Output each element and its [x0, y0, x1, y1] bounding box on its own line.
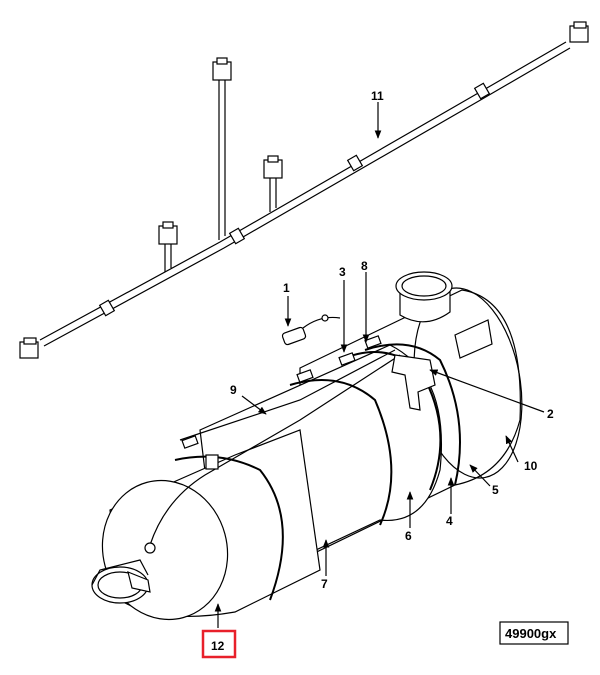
- callout-3: 3: [339, 265, 346, 279]
- callout-1: 1: [283, 281, 290, 295]
- callout-2: 2: [547, 407, 554, 421]
- callout-12-highlight[interactable]: 12: [201, 629, 237, 659]
- callout-9: 9: [230, 383, 237, 397]
- leader-lines: [214, 102, 545, 628]
- sensor-fittings: [181, 335, 382, 470]
- callout-7: 7: [321, 577, 328, 591]
- harness-connector-top: [212, 57, 232, 81]
- harness-connector-right-end: [569, 21, 589, 43]
- reference-code: 49900gx: [505, 626, 557, 641]
- callout-4: 4: [446, 514, 453, 528]
- harness-connector-lower: [158, 221, 178, 245]
- callout-8: 8: [361, 259, 368, 273]
- callout-11: 11: [371, 89, 384, 103]
- highlight-box: [201, 629, 237, 659]
- callout-6: 6: [405, 529, 412, 543]
- reference-code-box: 49900gx: [499, 621, 569, 645]
- wiring-harness: [19, 21, 589, 359]
- harness-connector-mid: [263, 155, 283, 179]
- temperature-sensor: [281, 314, 341, 346]
- aftertreatment-canister: [91, 271, 523, 621]
- callout-5: 5: [492, 483, 499, 497]
- callout-labels: 1 2 3 4 5 6 7 8 9 10 11: [230, 89, 554, 591]
- harness-connector-left-end: [19, 337, 39, 359]
- callout-10: 10: [524, 459, 538, 473]
- callout-12: 12: [211, 639, 225, 653]
